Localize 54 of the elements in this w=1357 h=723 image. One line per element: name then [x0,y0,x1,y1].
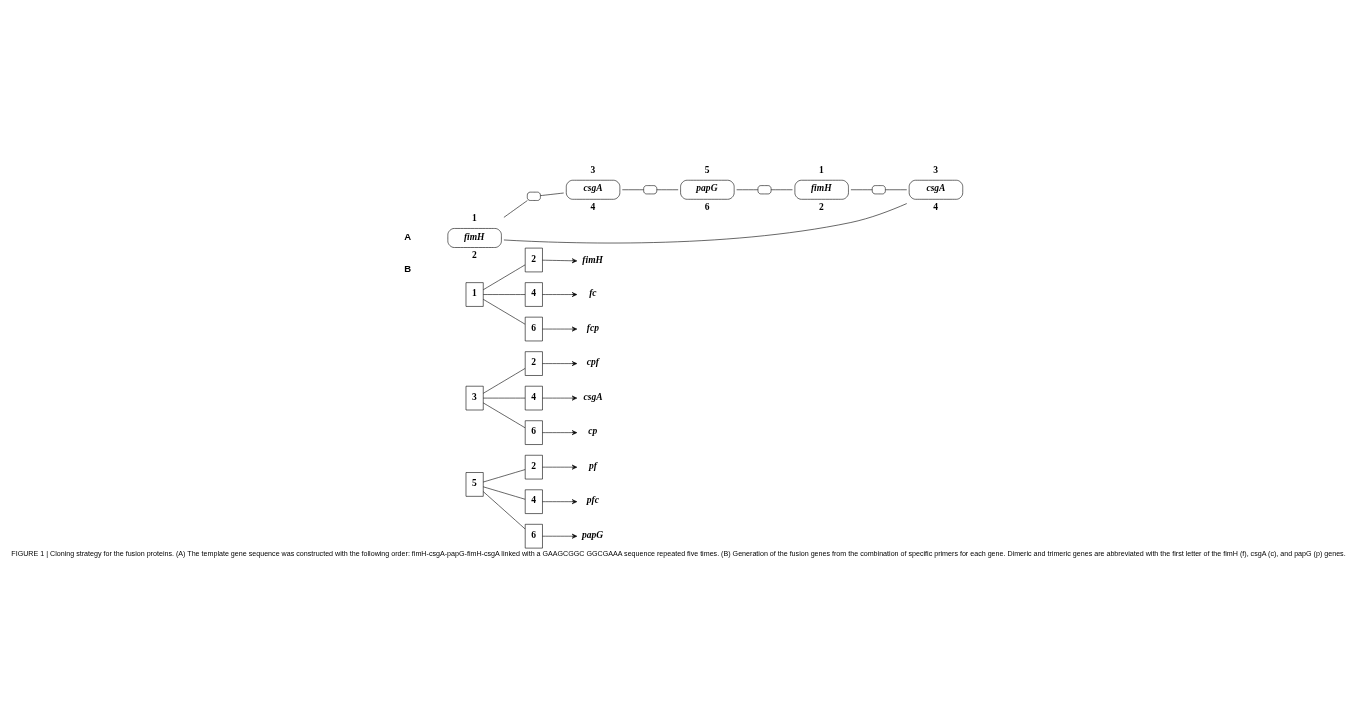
label: A [404,230,412,242]
node-text: csgA [583,391,603,402]
node-text: cpf [586,357,599,368]
node-label: 4 [933,201,939,212]
node-text: fcp [586,322,599,333]
node-text: fimH [582,254,603,265]
node-box: csgA [908,179,964,200]
node-box: 2 [524,454,543,480]
node-text: pf [588,460,597,471]
node-label: 2 [818,201,824,212]
node-box: papG [680,179,735,200]
arrow [542,464,578,470]
node-box: fimH [447,228,502,248]
arrow [542,326,578,332]
node-box: 4 [524,385,543,411]
node-label: 1 [818,164,824,175]
node-label: 3 [590,164,596,175]
connector [483,294,526,295]
node-box [871,185,886,195]
node-box: 1 [465,282,484,307]
node-box: 4 [524,282,543,307]
node-text: papG [582,529,604,540]
node-label: 1 [471,213,477,224]
node-box [757,185,772,195]
arrow [542,430,578,436]
node-box: 4 [524,489,543,514]
label: B [404,262,412,274]
node-box: csgA [566,179,621,200]
node-box [527,191,541,201]
node-box: 6 [524,524,543,549]
connector [483,299,526,325]
node-box: 2 [524,247,543,273]
node-label: 4 [590,201,596,212]
node-label: 6 [704,201,710,212]
node-box: 6 [524,420,543,445]
arrow [542,292,578,297]
node-box: 5 [465,472,484,497]
node-box: fimH [794,179,849,200]
arrow [542,395,578,401]
node-box: 3 [465,385,484,411]
node-text: fc [589,288,597,299]
node-text: pfc [586,495,599,506]
arrow [542,533,578,539]
node-label: 3 [933,164,939,175]
node-label: 5 [704,164,710,175]
node-box: 2 [524,351,543,376]
arrow [542,361,578,367]
node-box: 6 [524,316,543,342]
arrow [542,258,578,264]
connector [483,264,526,291]
node-text: cp [588,426,598,437]
node-box [643,185,658,195]
node-label: 2 [471,250,477,261]
arrow [542,499,578,505]
